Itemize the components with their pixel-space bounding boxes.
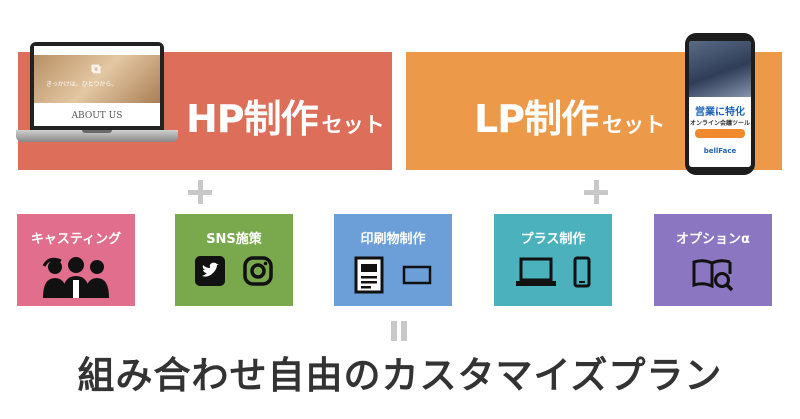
phone-cta-bar — [695, 129, 745, 138]
card-icon — [402, 265, 432, 285]
logo-mark-icon: ⧉ — [91, 62, 101, 77]
lp-banner-title: LP制作セット — [474, 88, 665, 143]
equals-icon — [389, 321, 409, 341]
hp-title-sub: セット — [321, 113, 385, 137]
lp-title-sub: セット — [602, 113, 666, 137]
hp-title-main: HP制作 — [186, 97, 319, 141]
option-card-casting: キャスティング — [17, 214, 135, 306]
option-label: プラス制作 — [520, 232, 586, 247]
option-label: オプションα — [676, 232, 750, 247]
lp-title-main: LP制作 — [474, 97, 599, 141]
phone-headline: 営業に特化 — [695, 107, 745, 118]
book-search-icon — [692, 259, 734, 292]
tagline: 組み合わせ自由のカスタマイズプラン — [77, 354, 723, 397]
option-label: SNS施策 — [206, 232, 262, 247]
laptop-hero-text: きっかけは、ひとつから。 — [46, 81, 118, 88]
option-label: キャスティング — [30, 232, 122, 247]
laptop-image: ⧉ きっかけは、ひとつから。 ABOUT US — [16, 42, 178, 148]
hp-banner-title: HP制作セット — [186, 88, 385, 143]
document-icon — [354, 256, 384, 294]
phone-logo: bellFace — [703, 147, 737, 155]
option-card-plus-production: プラス制作 — [494, 214, 612, 306]
smartphone-icon — [573, 256, 591, 288]
option-label: 印刷物制作 — [360, 232, 426, 247]
plus-icon — [584, 180, 608, 204]
people-icon — [42, 257, 109, 298]
twitter-icon — [194, 256, 225, 286]
smartphone-image: 営業に特化 オンライン会議ツール bellFace — [685, 33, 755, 175]
phone-subline: オンライン会議ツール — [689, 120, 750, 127]
option-card-print: 印刷物制作 — [334, 214, 452, 306]
plus-icon — [188, 180, 212, 204]
option-card-option: オプションα — [654, 214, 772, 306]
laptop-screen-heading: ABOUT US — [71, 111, 123, 121]
laptop-icon — [515, 257, 556, 286]
option-card-sns: SNS施策 — [175, 214, 293, 306]
instagram-icon — [243, 256, 273, 286]
